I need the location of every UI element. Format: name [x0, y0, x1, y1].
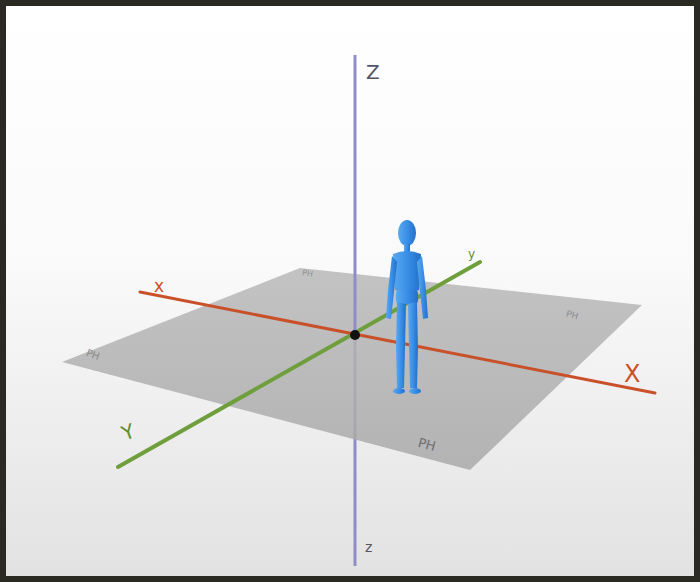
- plane-label: PH: [417, 436, 437, 453]
- axis-letter: Z: [366, 62, 380, 82]
- human-figure: [386, 220, 428, 394]
- axis-letter: Y: [119, 421, 137, 444]
- horizontal-plane: [62, 268, 642, 470]
- x-axis: [140, 292, 655, 393]
- origin-dot: [350, 330, 360, 340]
- plane-label: PH: [301, 269, 313, 279]
- axis-letter: y: [468, 248, 475, 260]
- stage: ZzxXYyPHPHPHPH: [6, 6, 694, 576]
- z-axis-upper: [354, 55, 357, 335]
- axis-letter: x: [154, 278, 164, 295]
- axis-letter: X: [624, 362, 640, 386]
- axis-letter: z: [365, 540, 372, 554]
- axes-illustration: [6, 6, 694, 576]
